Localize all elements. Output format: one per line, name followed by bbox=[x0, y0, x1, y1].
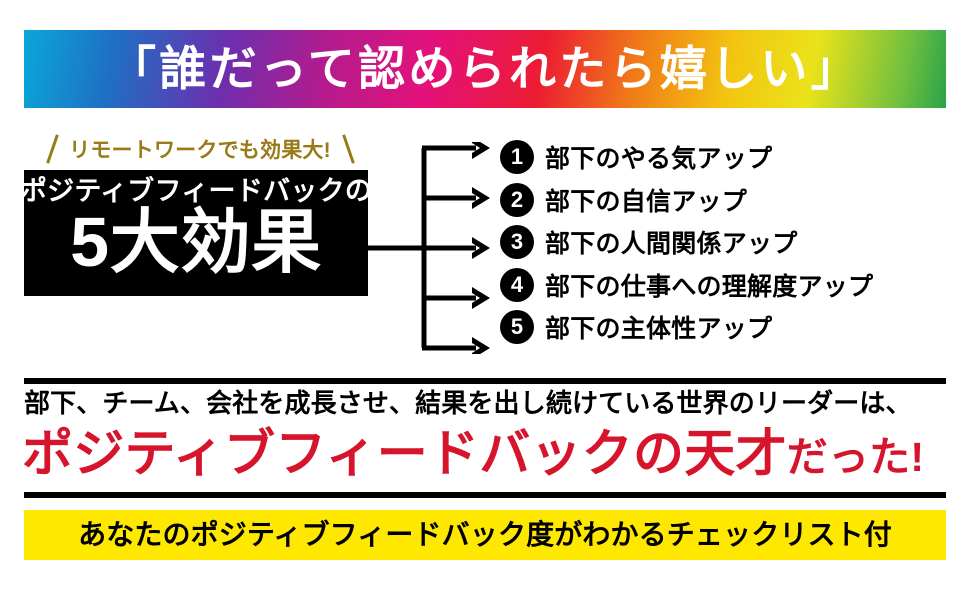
slash-right-icon bbox=[340, 134, 356, 164]
hero-banner: 「誰だって認められたら嬉しい」 bbox=[24, 30, 946, 108]
checklist-banner: あなたのポジティブフィードバック度がわかるチェックリスト付 bbox=[24, 510, 946, 560]
effect-label: 部下の主体性アップ bbox=[545, 315, 773, 344]
effect-number-badge: 1 bbox=[500, 140, 534, 175]
effect-label: 部下のやる気アップ bbox=[545, 145, 773, 174]
checklist-banner-label: あなたのポジティブフィードバック度がわかるチェックリスト付 bbox=[78, 519, 892, 550]
effect-label: 部下の人間関係アップ bbox=[545, 230, 798, 259]
effects-box-subtitle: ポジティブフィードバックの bbox=[19, 176, 373, 206]
five-effects-box: ポジティブフィードバックの 5大効果 bbox=[20, 170, 372, 296]
slash-left-icon bbox=[44, 134, 60, 164]
list-item: 5 部下の主体性アップ bbox=[500, 306, 950, 349]
bracket-connector-svg bbox=[368, 137, 490, 359]
divider-top bbox=[24, 378, 946, 384]
arrow-head-icon-3 bbox=[472, 237, 490, 259]
arrow-head-icon-2 bbox=[472, 187, 490, 209]
headline-tail: だった! bbox=[786, 434, 925, 480]
effect-number-badge: 3 bbox=[500, 225, 534, 260]
list-item: 4 部下の仕事への理解度アップ bbox=[500, 264, 950, 307]
arrow-head-icon-4 bbox=[472, 287, 490, 309]
list-item: 1 部下のやる気アップ bbox=[500, 136, 950, 179]
headline: ポジティブフィードバックの天才だった! bbox=[22, 428, 952, 479]
effect-number-badge: 2 bbox=[500, 182, 534, 217]
bracket-connector bbox=[368, 137, 498, 359]
list-item: 3 部下の人間関係アップ bbox=[500, 221, 950, 264]
effect-label: 部下の仕事への理解度アップ bbox=[545, 272, 874, 301]
divider-bottom bbox=[24, 492, 946, 498]
arrow-head-icon-1 bbox=[472, 137, 490, 159]
remote-work-note: リモートワークでも効果大! bbox=[24, 128, 376, 170]
hero-title: 「誰だって認められたら嬉しい」 bbox=[109, 41, 861, 95]
lead-line: 部下、チーム、会社を成長させ、結果を出し続けている世界のリーダーは、 bbox=[24, 388, 912, 418]
effect-label: 部下の自信アップ bbox=[545, 187, 748, 216]
effects-box-title: 5大効果 bbox=[70, 203, 322, 282]
remote-work-note-label: リモートワークでも効果大! bbox=[69, 139, 331, 162]
headline-main: ポジティブフィードバックの天才 bbox=[22, 425, 787, 482]
list-item: 2 部下の自信アップ bbox=[500, 179, 950, 222]
five-effects-block: リモートワークでも効果大! ポジティブフィードバックの 5大効果 bbox=[20, 128, 376, 296]
effects-list: 1 部下のやる気アップ 2 部下の自信アップ 3 部下の人間関係アップ 4 部下… bbox=[500, 136, 950, 349]
effect-number-badge: 4 bbox=[500, 267, 534, 302]
effect-number-badge: 5 bbox=[500, 310, 534, 345]
arrow-head-icon-5 bbox=[472, 337, 490, 359]
